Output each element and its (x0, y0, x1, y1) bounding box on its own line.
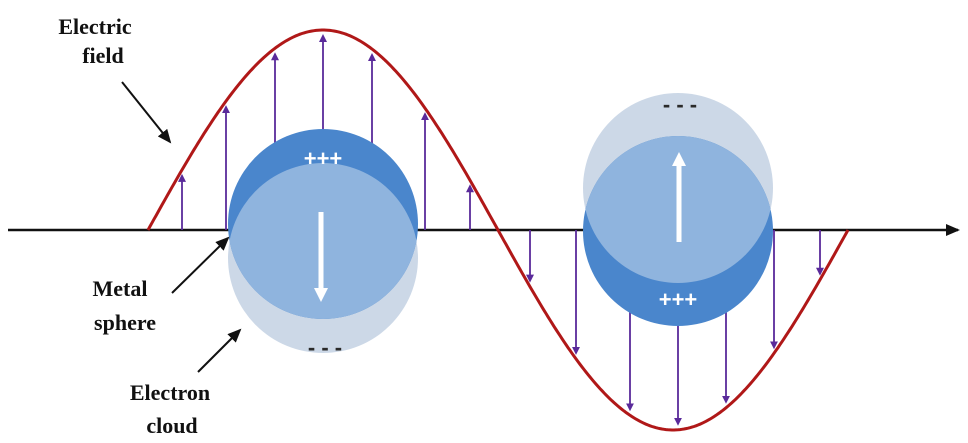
label-electron-line2: cloud (146, 413, 197, 438)
arrow-icon (121, 81, 172, 144)
electric-field-wave (146, 28, 850, 432)
metal-sphere-left: +++ (228, 129, 418, 319)
arrow-icon (171, 236, 230, 294)
arrow-icon (197, 328, 242, 373)
right-top-charge: - - - (663, 92, 697, 117)
label-electric-line2: field (82, 43, 124, 68)
left-bottom-charge: - - - (308, 335, 342, 360)
label-electric-line1: Electric (58, 14, 132, 39)
label-electron-line1: Electron (130, 380, 210, 405)
label-metal-line1: Metal (93, 276, 148, 301)
left-top-charge: +++ (304, 146, 343, 171)
right-bottom-charge: +++ (659, 287, 698, 312)
label-metal-line2: sphere (94, 310, 156, 335)
